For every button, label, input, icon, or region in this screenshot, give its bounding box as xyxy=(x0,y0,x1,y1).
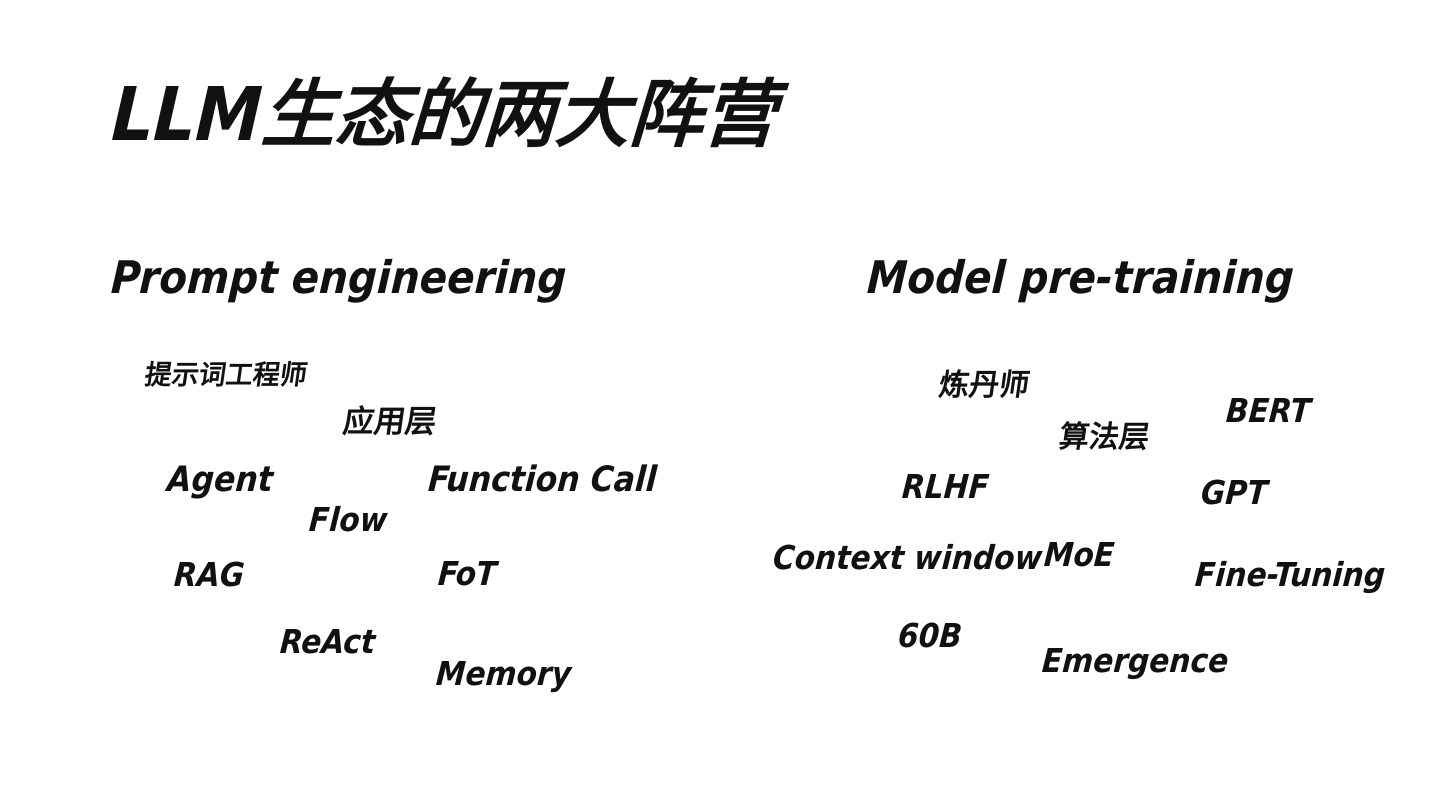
cloud-term: MoE xyxy=(1042,535,1116,574)
cloud-term: BERT xyxy=(1224,391,1313,430)
cloud-term: GPT xyxy=(1199,473,1269,512)
cloud-term: 60B xyxy=(896,616,964,655)
cloud-term: Context window xyxy=(771,538,1044,577)
cloud-term: Emergence xyxy=(1040,641,1230,680)
cloud-term: 算法层 xyxy=(1056,420,1152,455)
cloud-term: 炼丹师 xyxy=(936,368,1032,403)
cloud-term: RLHF xyxy=(900,467,991,506)
cloud-term: Fine-Tuning xyxy=(1193,555,1387,594)
